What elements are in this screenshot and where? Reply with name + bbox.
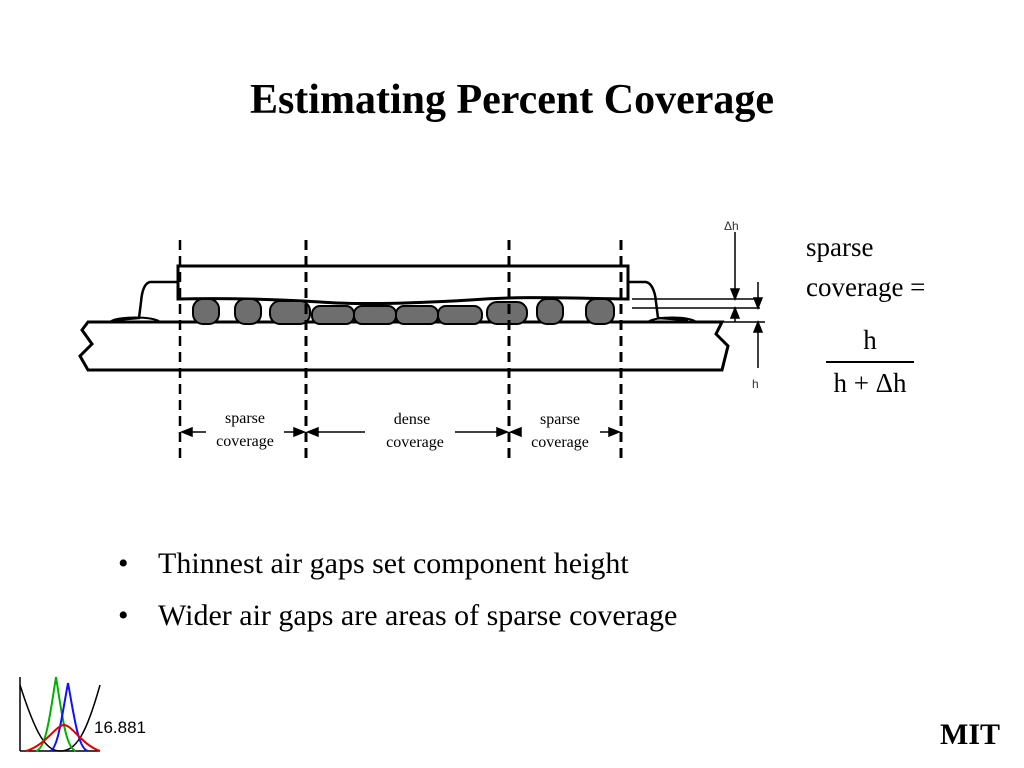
- delta-h-label: Δh: [724, 219, 739, 233]
- substrate-board: [78, 320, 730, 372]
- bullet-text: Thinnest air gaps set component height: [158, 547, 629, 580]
- dense-bump: [311, 305, 355, 325]
- formula-label: sparse coverage =: [806, 227, 925, 307]
- slide-title: Estimating Percent Coverage: [249, 77, 775, 123]
- bullet-icon: •: [118, 599, 129, 632]
- sparse-bump: [192, 298, 220, 325]
- sparse-bump: [269, 300, 311, 325]
- dimension-lines: [632, 232, 765, 368]
- formula-label-line1: sparse: [806, 232, 874, 262]
- sparse-bump: [234, 298, 262, 325]
- dense-bump: [353, 305, 397, 325]
- region-label-sparse-right-1: sparse: [540, 411, 580, 428]
- bullet-icon: •: [118, 547, 129, 580]
- region-label-dense-2: coverage: [386, 434, 444, 451]
- institution-label: MIT: [940, 718, 1000, 751]
- bullet-text: Wider air gaps are areas of sparse cover…: [158, 599, 678, 632]
- region-arrows: [179, 426, 622, 438]
- fraction-bar: [826, 361, 914, 363]
- bullet-item: • Wider air gaps are areas of sparse cove…: [118, 590, 677, 642]
- bullet-item: • Thinnest air gaps set component height: [118, 538, 677, 590]
- region-label-dense-1: dense: [394, 411, 430, 428]
- bullet-list: •Thinnest air gaps set component height …: [118, 538, 677, 642]
- right-lead: [628, 280, 689, 322]
- dense-bump: [395, 305, 439, 325]
- coverage-fraction: h h + Δh: [826, 322, 914, 401]
- component-body: [176, 264, 630, 305]
- left-lead: [113, 280, 178, 322]
- left-lead-foot: [109, 316, 161, 323]
- region-label-sparse-right-2: coverage: [531, 434, 589, 451]
- dense-bump: [437, 305, 483, 325]
- course-number: 16.881: [94, 718, 146, 737]
- right-lead-foot: [647, 316, 697, 323]
- region-label-sparse-left-1: sparse: [225, 410, 265, 427]
- sparse-bump: [585, 298, 615, 325]
- fraction-numerator: h: [863, 325, 877, 355]
- formula-label-line2: coverage =: [806, 272, 926, 302]
- region-dividers: [178, 240, 623, 460]
- region-label-sparse-left-2: coverage: [216, 433, 274, 450]
- h-label: h: [752, 377, 759, 391]
- fraction-denominator: h + Δh: [833, 368, 907, 398]
- sparse-bump: [536, 298, 564, 325]
- gaussian-curves-logo-icon: [19, 676, 101, 752]
- solder-bumps: [192, 298, 615, 325]
- sparse-bump: [486, 301, 528, 325]
